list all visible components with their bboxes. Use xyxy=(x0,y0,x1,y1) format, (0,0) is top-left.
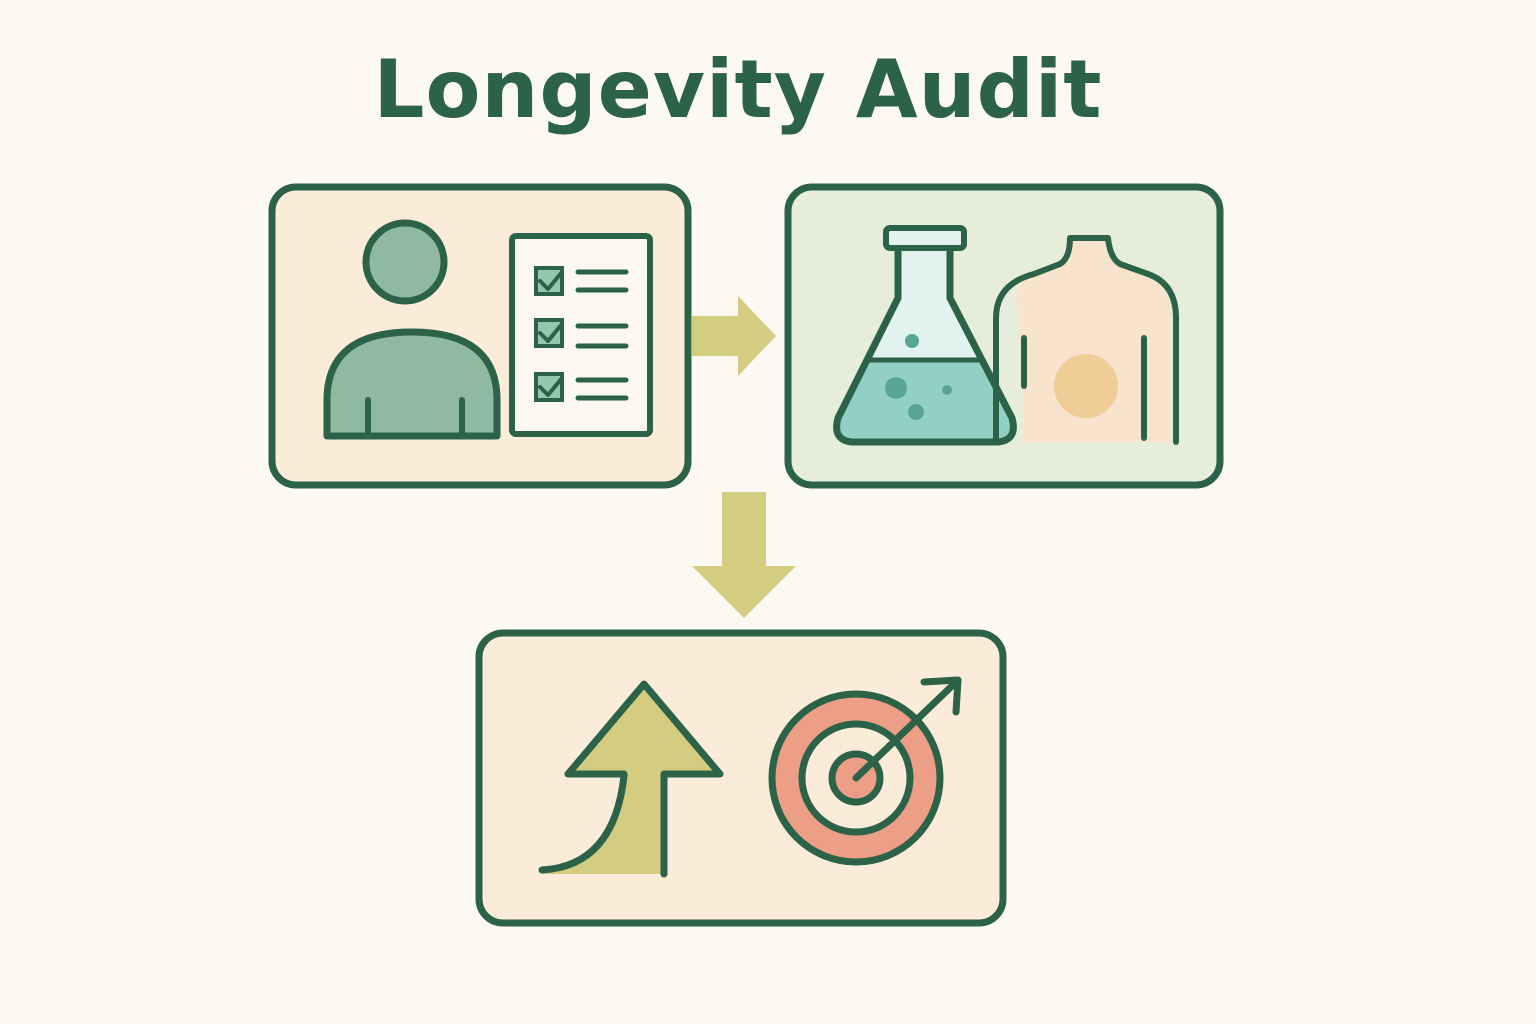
optimization-card xyxy=(475,629,1007,927)
right-arrow-connector xyxy=(692,296,776,376)
flask-icon xyxy=(833,225,1017,446)
torso-icon xyxy=(993,235,1179,445)
target-icon xyxy=(768,676,962,866)
testing-card xyxy=(784,183,1224,489)
assessment-card xyxy=(268,183,692,489)
checklist-icon xyxy=(509,233,653,437)
person-icon xyxy=(323,219,501,440)
page-title: Longevity Audit xyxy=(373,43,1103,136)
growth-arrow-icon xyxy=(538,680,724,878)
down-arrow-connector xyxy=(692,492,796,618)
